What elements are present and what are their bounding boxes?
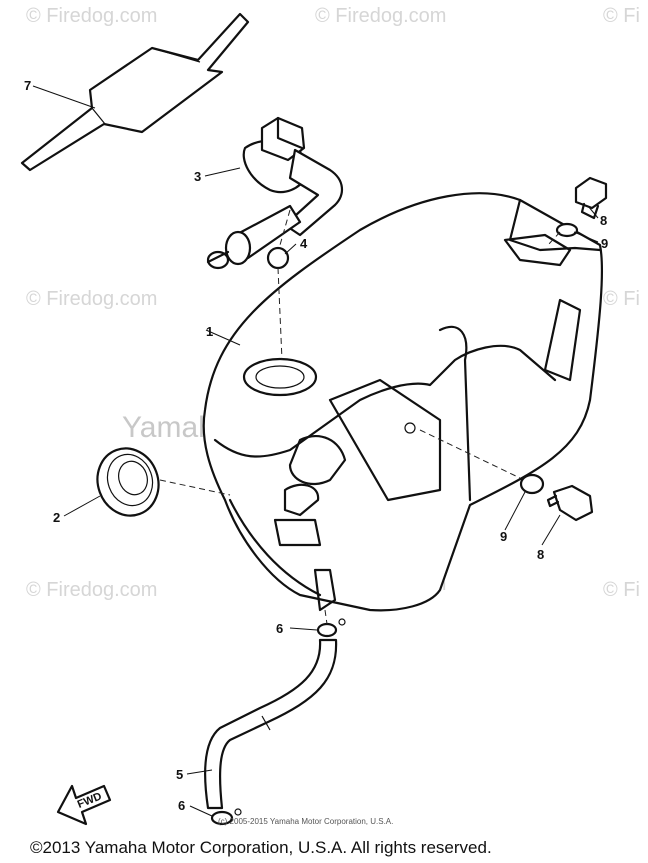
part-8-bolt-top: [574, 176, 608, 220]
callout-1: 1: [206, 324, 213, 339]
callout-3: 3: [194, 169, 201, 184]
part-9-washer-lower: [519, 473, 545, 495]
watermark-top-center: © Firedog.com: [315, 5, 446, 27]
callout-6-upper: 6: [276, 621, 283, 636]
part-9-washer-top: [555, 222, 579, 238]
part-8-bolt-lower: [546, 484, 594, 522]
watermark-mid-right: © Fi: [603, 288, 640, 310]
part-4-ball: [266, 246, 290, 270]
callout-8-lower: 8: [537, 547, 544, 562]
callout-9-lower: 9: [500, 529, 507, 544]
callout-4: 4: [300, 236, 308, 251]
copyright-notice: ©2013 Yamaha Motor Corporation, U.S.A. A…: [30, 838, 492, 857]
callout-6-lower: 6: [178, 798, 185, 813]
watermark-low-right: © Fi: [603, 579, 640, 601]
callout-8-top: 8: [600, 213, 607, 228]
small-copyright: (c) 2005-2015 Yamaha Motor Corporation, …: [218, 817, 393, 826]
watermark-low-left: © Firedog.com: [26, 579, 157, 601]
leader-lines: [32, 85, 599, 817]
part-2-grommet: [96, 447, 160, 517]
watermark-mid-left: © Firedog.com: [26, 288, 157, 310]
exploded-view-lines: [159, 209, 561, 625]
part-5-hose: [204, 638, 338, 810]
callout-9-top: 9: [601, 236, 608, 251]
fwd-arrow: FWD: [56, 784, 112, 826]
part-3-cap: [206, 116, 343, 270]
part-1-fuel-tank: [202, 192, 604, 612]
watermark-top-left: © Firedog.com: [26, 5, 157, 27]
callout-2: 2: [53, 510, 60, 525]
watermark-top-right: © Fi: [603, 5, 640, 27]
callout-7: 7: [24, 78, 31, 93]
part-6-clip-upper: [316, 618, 346, 638]
callout-5: 5: [176, 767, 183, 782]
part-6-clip-lower: [210, 808, 242, 826]
part-7-decal: [20, 12, 250, 172]
